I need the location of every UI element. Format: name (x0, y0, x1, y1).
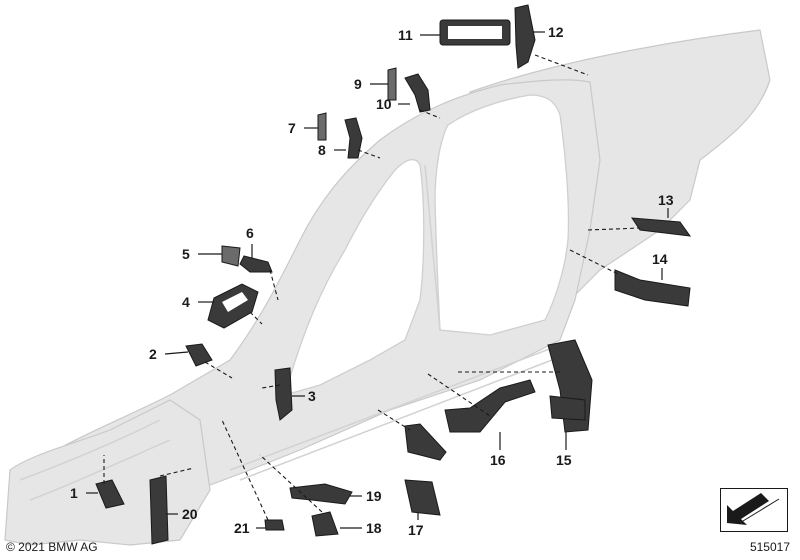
part-20[interactable] (149, 475, 169, 545)
callout-3[interactable]: 3 (308, 388, 316, 404)
part-17[interactable] (404, 423, 447, 516)
part-6[interactable] (239, 255, 273, 273)
part-9[interactable] (387, 67, 397, 101)
part-14[interactable] (614, 269, 691, 307)
part-1[interactable] (95, 479, 125, 509)
diagram-number: 515017 (749, 540, 790, 554)
callout-17[interactable]: 17 (408, 522, 424, 538)
callout-14[interactable]: 14 (652, 251, 668, 267)
callout-19[interactable]: 19 (366, 488, 382, 504)
callout-1[interactable]: 1 (70, 485, 78, 501)
part-10[interactable] (404, 73, 431, 113)
callout-12[interactable]: 12 (548, 24, 564, 40)
part-4[interactable] (207, 283, 259, 329)
corner-arrow-glyph (727, 493, 780, 525)
callout-13[interactable]: 13 (658, 192, 674, 208)
part-21[interactable] (264, 519, 285, 531)
callout-10[interactable]: 10 (376, 96, 392, 112)
callout-15[interactable]: 15 (556, 452, 572, 468)
part-7[interactable] (317, 112, 327, 141)
callout-7[interactable]: 7 (288, 120, 296, 136)
callout-4[interactable]: 4 (182, 294, 190, 310)
parts (95, 4, 692, 545)
part-5[interactable] (221, 245, 241, 267)
callout-5[interactable]: 5 (182, 246, 190, 262)
part-18[interactable] (311, 511, 339, 537)
part-12[interactable] (514, 4, 536, 69)
leader-lines (86, 31, 669, 529)
callout-21[interactable]: 21 (234, 520, 250, 536)
callout-labels: 1 2 3 4 5 6 7 8 9 10 11 12 13 14 15 16 1… (70, 24, 674, 538)
copyright-text: © 2021 BMW AG (6, 540, 98, 554)
callout-16[interactable]: 16 (490, 452, 506, 468)
part-2[interactable] (185, 343, 213, 367)
callout-8[interactable]: 8 (318, 142, 326, 158)
callout-2[interactable]: 2 (149, 346, 157, 362)
part-13[interactable] (631, 217, 692, 237)
callout-6[interactable]: 6 (246, 225, 254, 241)
callout-18[interactable]: 18 (366, 520, 382, 536)
part-16[interactable] (444, 379, 536, 433)
part-8[interactable] (344, 117, 363, 159)
corner-arrow-icon[interactable] (720, 488, 788, 532)
part-3[interactable] (274, 367, 293, 421)
callout-9[interactable]: 9 (354, 76, 362, 92)
part-11[interactable] (439, 19, 511, 46)
part-15[interactable] (547, 339, 593, 433)
callout-20[interactable]: 20 (182, 506, 198, 522)
part-19[interactable] (289, 483, 353, 505)
callout-11[interactable]: 11 (398, 27, 413, 43)
